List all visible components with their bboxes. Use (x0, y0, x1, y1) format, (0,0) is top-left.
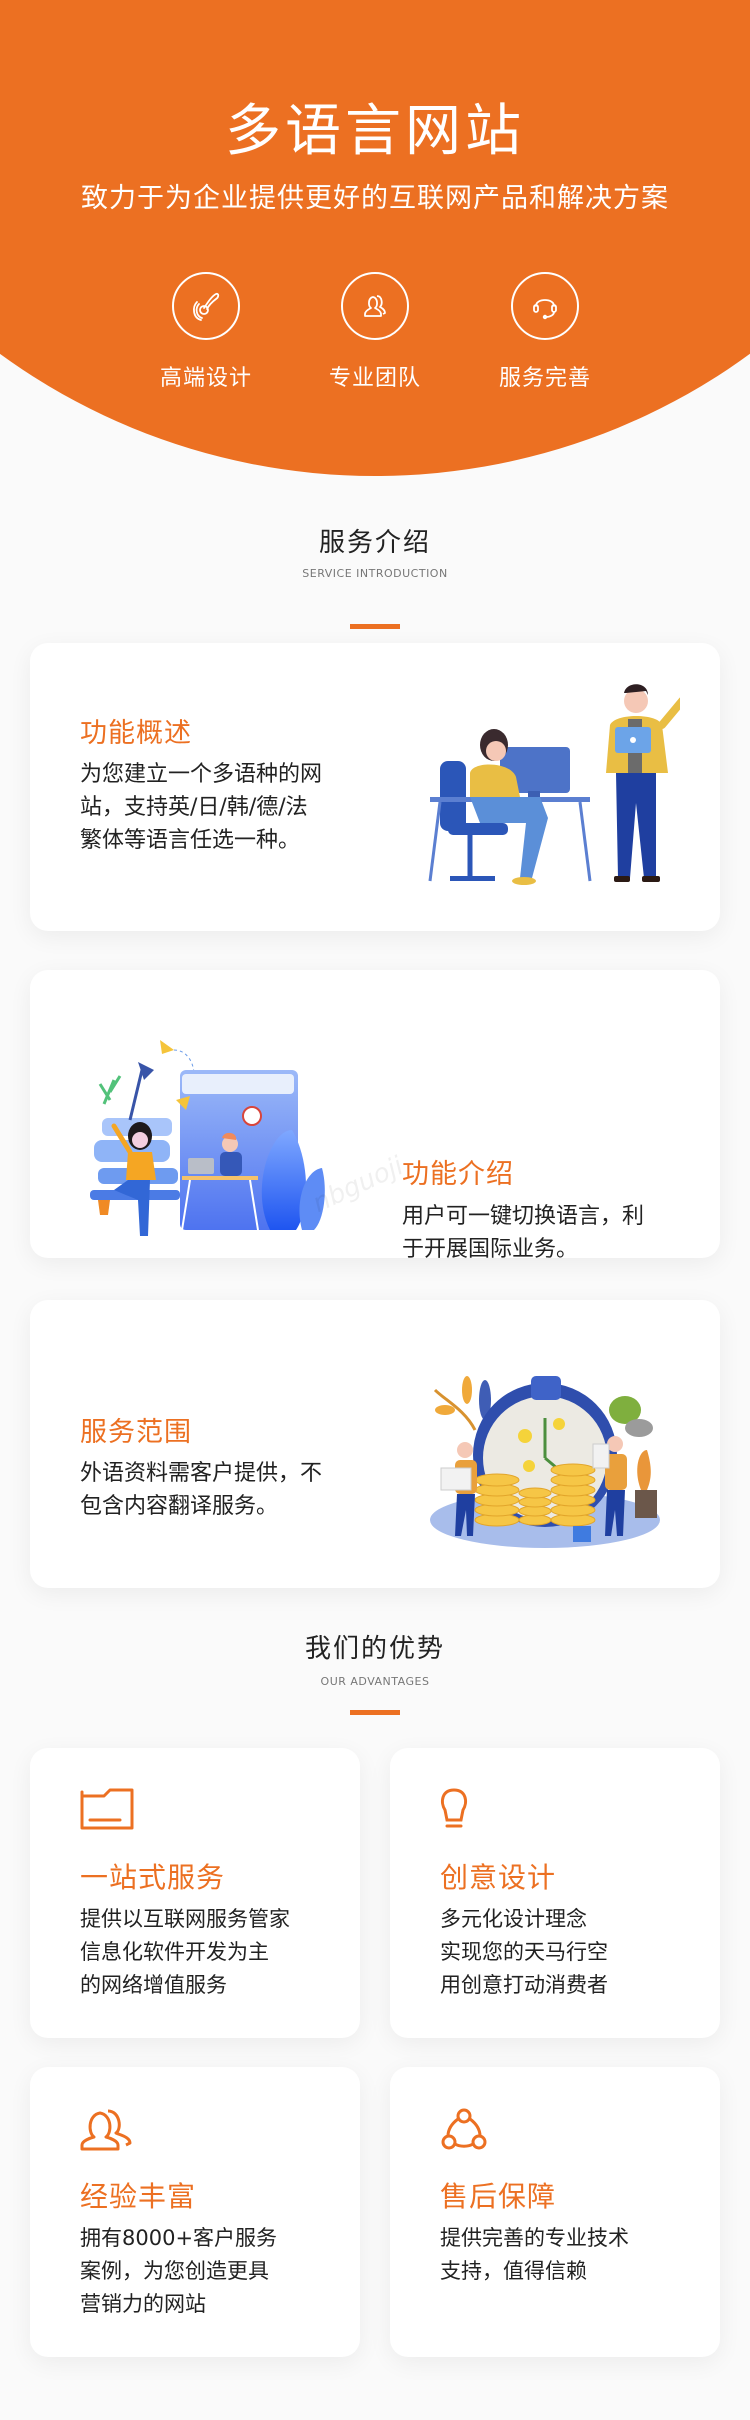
feature-icon-circle (341, 272, 409, 340)
users-icon (80, 2109, 132, 2151)
card-description: 提供完善的专业技术 支持，值得信赖 (440, 2226, 629, 2283)
folder-icon (80, 1788, 134, 1830)
advantage-card: 售后保障 提供完善的专业技术 支持，值得信赖 (390, 2067, 720, 2357)
card-description: 用户可一键切换语言，利 于开展国际业务。 (402, 1204, 645, 1262)
card-title: 售后保障 (440, 2180, 557, 2213)
card-title: 一站式服务 (80, 1861, 226, 1894)
card-description: 提供以互联网服务管家 信息化软件开发为主 的网络增值服务 (80, 1907, 290, 1997)
feature-label: 高端设计 (159, 366, 252, 391)
service-card: 功能概述 为您建立一个多语种的网 站，支持英/日/韩/德/法 繁体等语言任选一种… (30, 643, 720, 931)
call-center-illustration (428, 684, 680, 885)
feature-high-end-design: 高端设计 (126, 272, 286, 392)
lightbulb-icon (440, 1788, 468, 1828)
service-card: 服务范围 外语资料需客户提供，不 包含内容翻译服务。 (30, 1300, 720, 1588)
section-header-advantages: 我们的优势 OUR ADVANTAGES (0, 1628, 750, 1715)
feature-label: 服务完善 (498, 366, 591, 391)
section-header-services: 服务介绍 SERVICE INTRODUCTION (0, 522, 750, 629)
coins-clock-illustration (430, 1376, 660, 1548)
service-card: 功能介绍 用户可一键切换语言，利 于开展国际业务。 nbguoji (30, 970, 720, 1262)
hero-background (0, 0, 750, 476)
advantage-card: 一站式服务 提供以互联网服务管家 信息化软件开发为主 的网络增值服务 (30, 1748, 360, 2038)
workspace-illustration (90, 1040, 325, 1236)
headset-icon (533, 299, 557, 320)
advantage-card: 经验丰富 拥有8000+客户服务 案例，为您创造更具 营销力的网站 (30, 2067, 360, 2357)
section-title: 服务介绍 (318, 528, 431, 558)
share-icon (441, 2108, 487, 2150)
feature-icon-circle (511, 272, 579, 340)
card-title: 创意设计 (440, 1861, 557, 1894)
feature-pro-team: 专业团队 (295, 272, 455, 392)
hero-subtitle: 致力于为企业提供更好的互联网产品和解决方案 (81, 183, 669, 214)
advantage-card: 创意设计 多元化设计理念 实现您的天马行空 用创意打动消费者 (390, 1748, 720, 2038)
card-title: 功能概述 (80, 718, 192, 749)
card-description: 为您建立一个多语种的网 站，支持英/日/韩/德/法 繁体等语言任选一种。 (80, 762, 323, 853)
feature-complete-service: 服务完善 (465, 272, 625, 392)
card-description: 多元化设计理念 实现您的天马行空 用创意打动消费者 (440, 1907, 608, 1997)
section-title: 我们的优势 (304, 1634, 445, 1664)
hero: 多语言网站 致力于为企业提供更好的互联网产品和解决方案 高端设计 专业团队 (0, 0, 750, 480)
feature-icon-circle (172, 272, 240, 340)
section-subtitle: OUR ADVANTAGES (320, 1675, 430, 1688)
feature-label: 专业团队 (328, 366, 421, 391)
card-description: 拥有8000+客户服务 案例，为您创造更具 营销力的网站 (80, 2226, 278, 2316)
brush-icon (193, 292, 220, 321)
card-description: 外语资料需客户提供，不 包含内容翻译服务。 (80, 1461, 323, 1519)
page-title: 多语言网站 (225, 99, 525, 164)
section-divider (350, 1710, 400, 1715)
card-title: 功能介绍 (402, 1159, 514, 1190)
section-subtitle: SERVICE INTRODUCTION (302, 567, 448, 580)
team-icon (364, 295, 386, 317)
card-title: 服务范围 (80, 1417, 192, 1448)
card-title: 经验丰富 (80, 2180, 197, 2213)
section-divider (350, 624, 400, 629)
